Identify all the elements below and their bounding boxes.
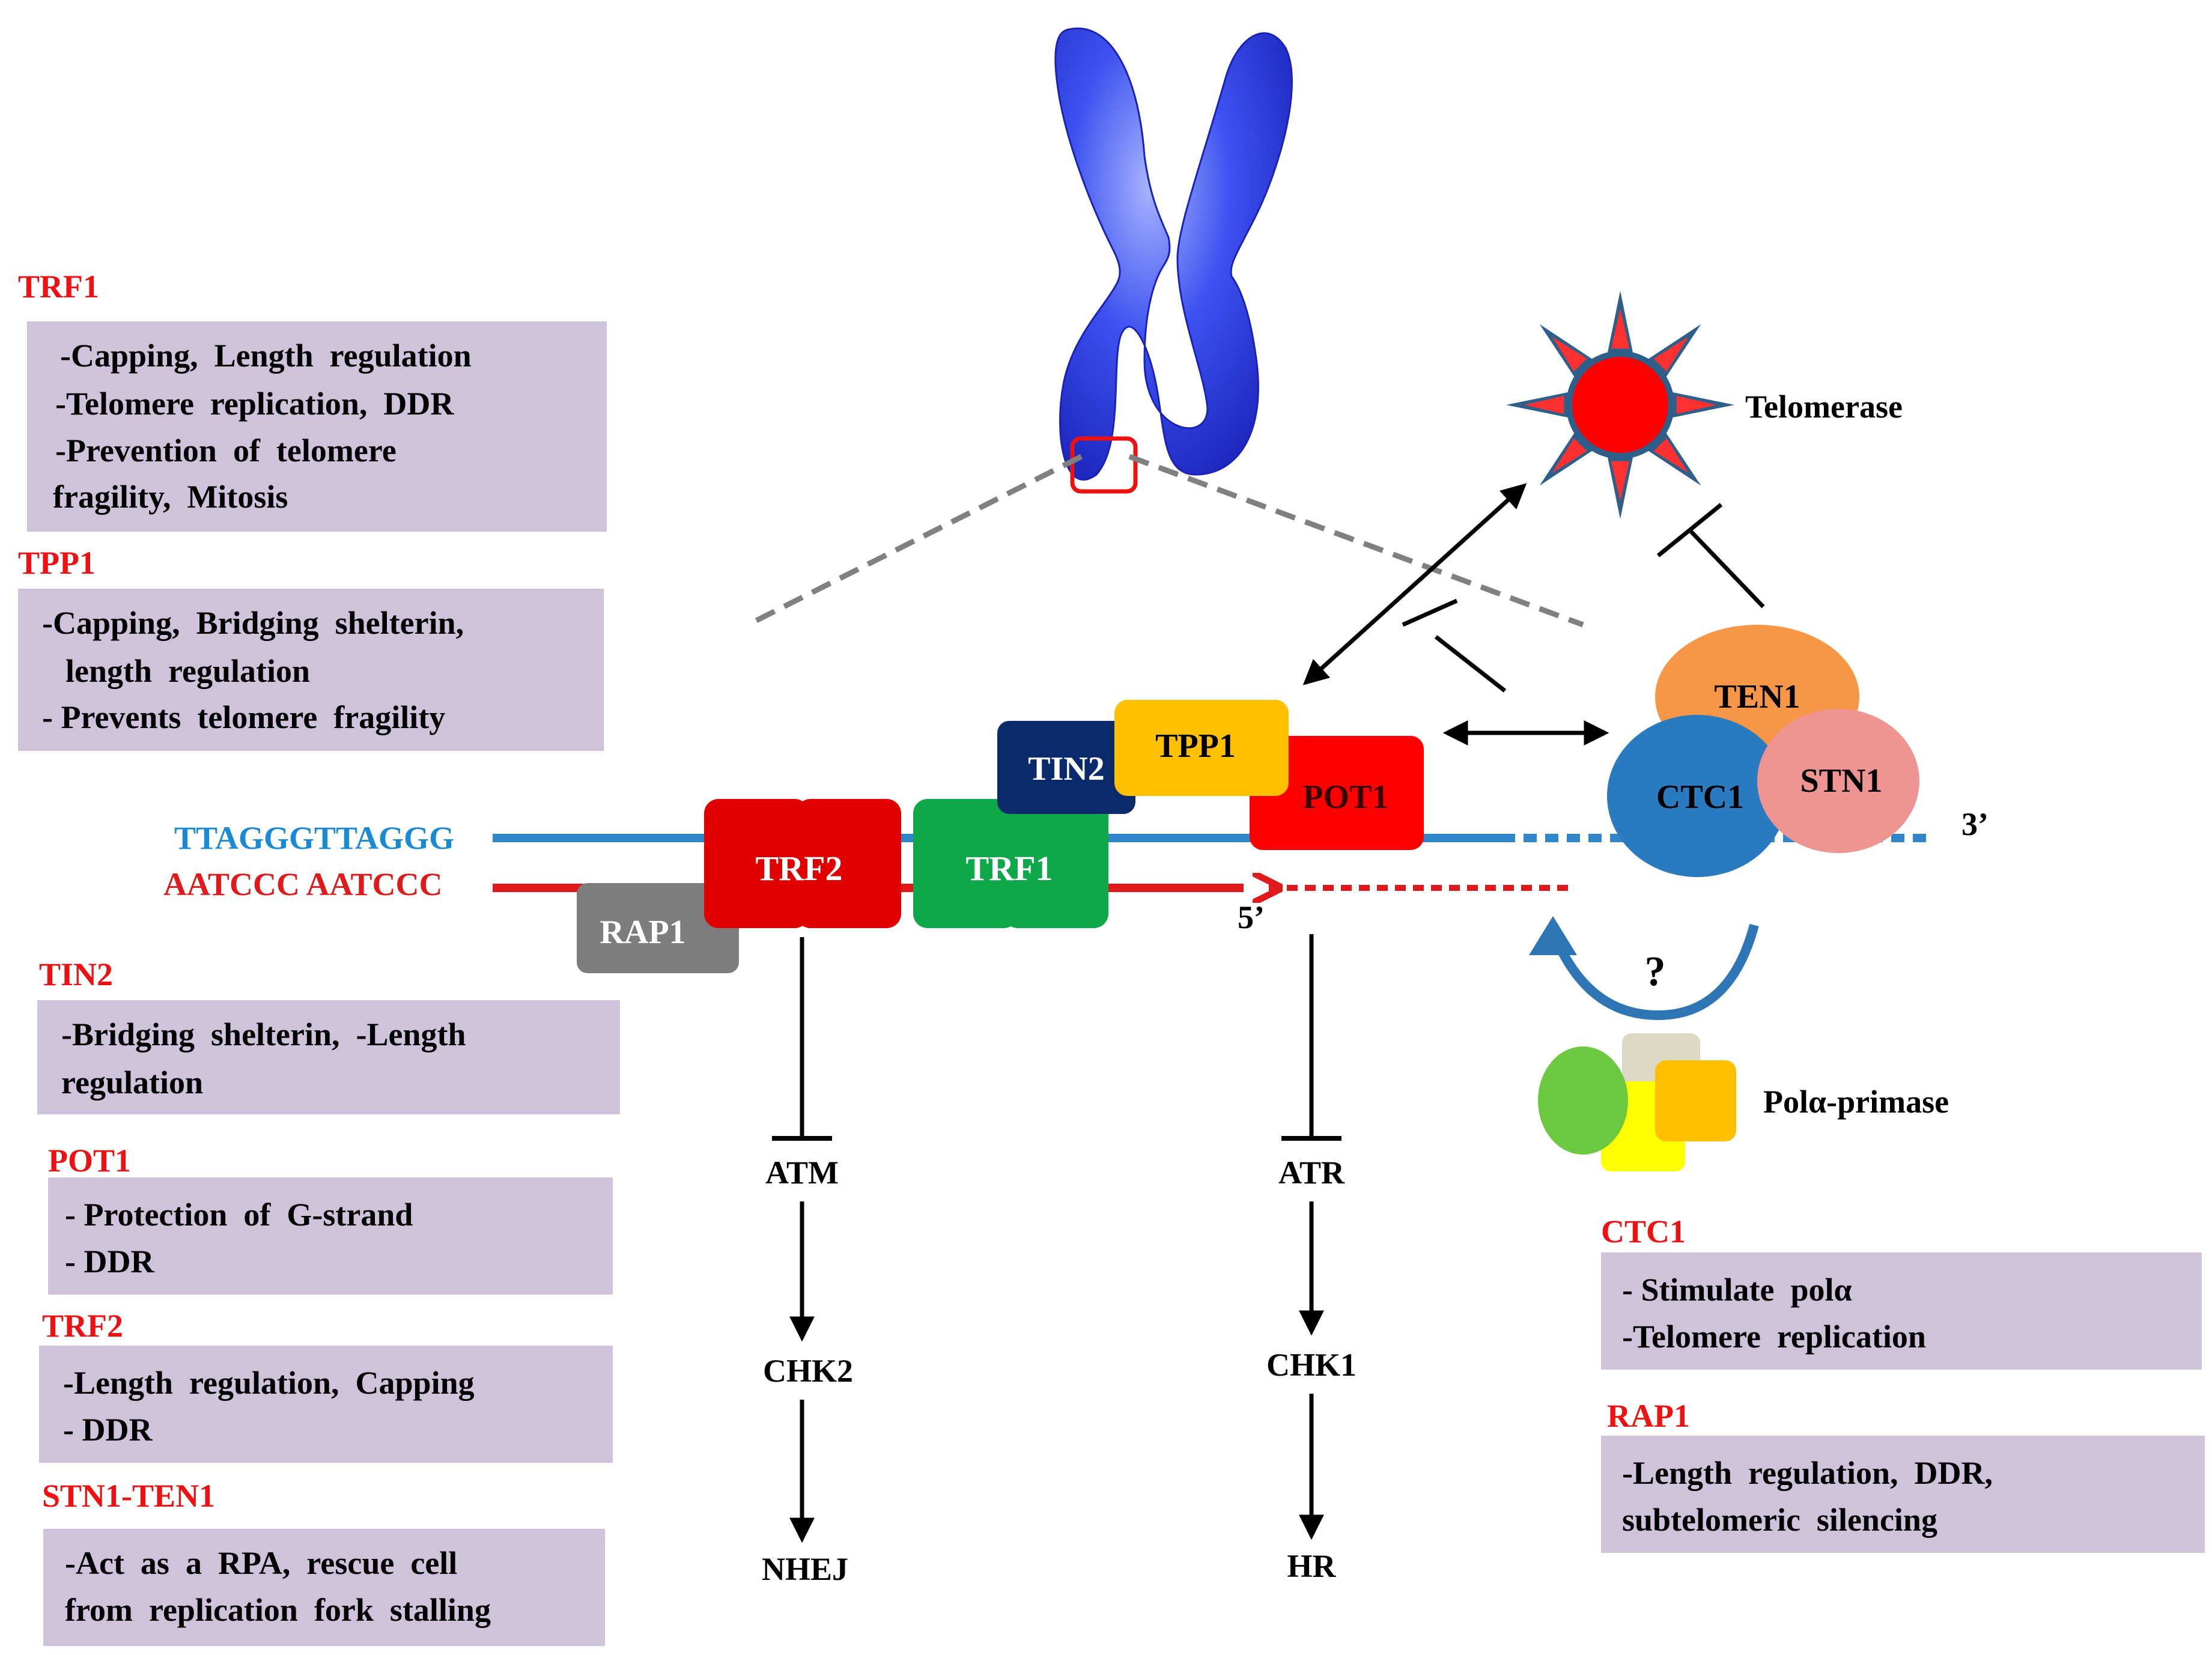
cst-telomerase-inhibit-line [1689,530,1765,609]
chromosome [1054,27,1293,481]
panel-title: TRF1 [18,269,99,305]
telomerase-ray-inner [1552,336,1587,372]
atr-pathway: ATR CHK1 HR [1266,934,1357,1584]
panel-line: -Bridging shelterin, -Length [61,1016,466,1052]
telomere-highlight-box [1070,436,1138,494]
panel-title: RAP1 [1607,1398,1690,1434]
panel-rap1: RAP1 -Length regulation, DDR, subtelomer… [1601,1398,2205,1553]
ctc1-label: CTC1 [1656,779,1744,816]
panel-line: -Prevention of telomere [55,433,397,469]
rap1-label: RAP1 [600,914,685,951]
panel-tpp1: TPP1 -Capping, Bridging shelterin, lengt… [18,545,604,751]
panel-box [43,1529,605,1646]
panel-line: length regulation [49,653,310,689]
panel-title: CTC1 [1601,1213,1686,1250]
five-prime-end-label: 5’ [1238,899,1265,935]
telomerase-ray-inner [1653,336,1689,372]
panel-line: fragility, Mitosis [53,479,288,515]
tpp1-telomerase-arrow [1302,483,1527,685]
panel-line: -Telomere replication [1622,1319,1926,1355]
zoom-line-left [746,454,1083,628]
panel-box [18,589,604,751]
panel-trf1: TRF1 -Capping, Length regulation -Telome… [18,269,607,532]
panel-line: - Prevents telomere fragility [42,699,445,735]
telomerase-ray-inner [1611,309,1630,349]
panel-trf2: TRF2 -Length regulation, Capping - DDR [39,1308,613,1463]
stn1-oval [1757,709,1919,853]
telomerase-ray-inner [1552,438,1587,473]
telomerase-ray-inner [1524,395,1564,415]
trf1-label: TRF1 [966,849,1053,888]
three-prime-end-label: 3’ [1961,806,1989,842]
chk2-label: CHK2 [763,1353,853,1389]
atr-label: ATR [1278,1155,1345,1191]
panel-box [37,1000,620,1114]
panel-title: TPP1 [18,545,96,581]
panel-line: -Act as a RPA, rescue cell [65,1545,457,1581]
telomerase-ray-inner [1611,461,1630,501]
panel-title: TIN2 [39,956,113,992]
panel-line: - Protection of G-strand [65,1197,413,1233]
panel-title: TRF2 [42,1308,123,1344]
question-mark: ? [1645,949,1666,995]
trf1-dimer [913,799,1108,928]
panel-box [27,321,607,532]
pola-primase-label: Polα-primase [1763,1084,1949,1120]
trf2-dimer [704,799,901,928]
panel-line: subtelomeric silencing [1622,1502,1937,1538]
telomerase-ray-inner [1653,438,1689,473]
chk1-label: CHK1 [1266,1347,1357,1383]
panel-line: -Capping, Bridging shelterin, [42,605,464,641]
panel-line: -Telomere replication, DDR [55,386,454,422]
atm-label: ATM [765,1155,839,1191]
bottom-strand-sequence: AATCCC AATCCC [163,866,443,902]
pot1-block [1250,736,1424,850]
panel-line: -Capping, Length regulation [60,338,472,374]
telomerase-icon [1506,291,1734,519]
panel-box [1601,1253,2202,1370]
telomerase-ray-inner [1676,395,1716,415]
cst-tpp1-inhibit-line [1434,635,1507,693]
panel-line: -Length regulation, Capping [63,1365,475,1401]
panel-tin2: TIN2 -Bridging shelterin, -Length regula… [37,956,620,1114]
panel-line: regulation [61,1064,203,1101]
cst-tpp1-inhibit-bar [1402,598,1458,627]
panel-title: STN1-TEN1 [42,1478,215,1514]
panel-line: - DDR [65,1244,154,1280]
hr-label: HR [1287,1548,1337,1584]
pola-primase-icon [1538,1033,1736,1171]
panel-box [1601,1436,2205,1553]
telomerase-label: Telomerase [1745,389,1903,425]
panel-line: - Stimulate polα [1622,1272,1852,1308]
panel-box [39,1346,613,1463]
tin2-label: TIN2 [1028,750,1105,788]
pola-recruit-arrowhead [1529,916,1577,955]
stn1-label: STN1 [1800,762,1883,800]
tpp1-block [1114,700,1289,796]
ctc1-oval [1607,715,1787,877]
nhej-label: NHEJ [762,1551,848,1587]
cst-telomerase-inhibit-bar [1656,503,1723,557]
panel-line: - DDR [63,1412,153,1448]
tin2-block [997,721,1135,814]
panel-ctc1: CTC1 - Stimulate polα -Telomere replicat… [1601,1213,2202,1370]
panel-line: from replication fork stalling [65,1592,491,1628]
panel-title: POT1 [48,1143,131,1179]
panel-pot1: POT1 - Protection of G-strand - DDR [48,1143,613,1295]
panel-line: -Length regulation, DDR, [1622,1455,1993,1491]
pot1-label: POT1 [1302,779,1388,816]
atm-pathway: ATM CHK2 NHEJ [762,937,853,1587]
rap1-block [577,883,739,973]
pola-recruit-arrow [1548,923,1759,1021]
panel-box [48,1177,613,1295]
trf2-label: TRF2 [756,849,843,888]
tpp1-label: TPP1 [1155,727,1236,765]
ten1-label: TEN1 [1714,678,1800,715]
zoom-line-right [1128,454,1584,628]
top-strand-sequence: TTAGGGTTAGGG [174,820,454,856]
panel-stn1-ten1: STN1-TEN1 -Act as a RPA, rescue cell fro… [42,1478,605,1646]
